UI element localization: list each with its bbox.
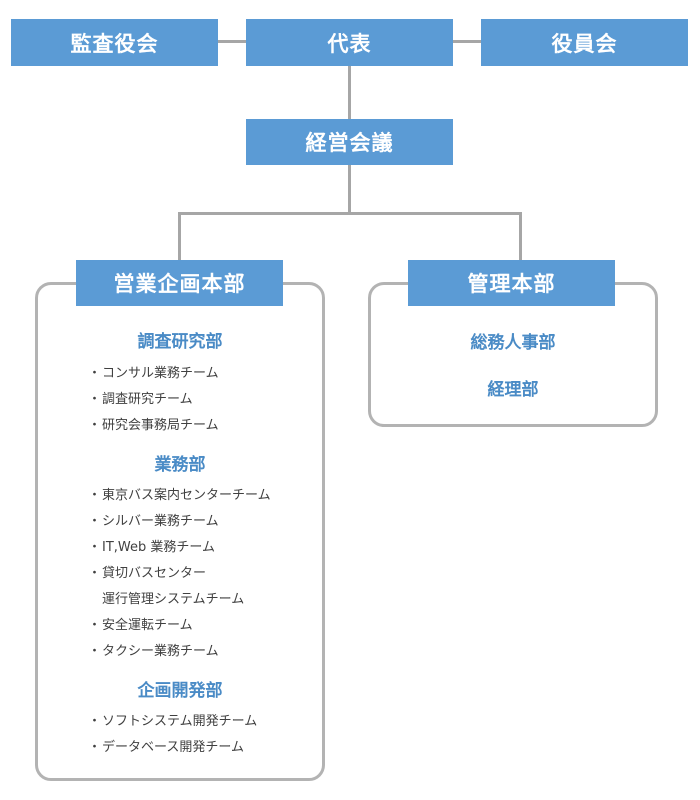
team-item: ・ソフトシステム開発チーム <box>88 714 258 729</box>
connector-representative-meeting <box>348 65 351 119</box>
dept-planning-development: 企画開発部 <box>137 681 223 701</box>
officers-board-box: 役員会 <box>481 19 688 66</box>
team-item: ・IT,Web 業務チーム <box>88 540 215 555</box>
connector-horizontal-branch <box>178 212 522 215</box>
team-item: ・貸切バスセンター <box>88 566 207 581</box>
team-item: ・コンサル業務チーム <box>88 366 219 381</box>
connector-to-sales <box>178 212 181 260</box>
team-item: ・安全運転チーム <box>88 618 193 633</box>
team-item: ・データベース開発チーム <box>88 740 244 755</box>
management-meeting-box: 経営会議 <box>246 119 453 165</box>
connector-meeting-down <box>348 164 351 214</box>
dept-accounting: 経理部 <box>487 380 539 400</box>
dept-operations: 業務部 <box>154 455 206 475</box>
connector-to-admin <box>519 212 522 260</box>
connector-representative-officers <box>453 40 481 43</box>
audit-board-box: 監査役会 <box>11 19 218 66</box>
representative-box: 代表 <box>246 19 453 66</box>
team-item: ・調査研究チーム <box>88 392 193 407</box>
dept-general-affairs-hr: 総務人事部 <box>470 333 556 353</box>
admin-box: 管理本部 <box>408 260 615 306</box>
team-item: ・タクシー業務チーム <box>88 644 219 659</box>
dept-research: 調査研究部 <box>137 332 223 352</box>
connector-audit-representative <box>218 40 246 43</box>
team-item-continuation: 運行管理システムチーム <box>102 592 245 607</box>
team-item: ・東京バス案内センターチーム <box>88 488 271 503</box>
team-item: ・研究会事務局チーム <box>88 418 219 433</box>
team-item: ・シルバー業務チーム <box>88 514 219 529</box>
sales-planning-box: 営業企画本部 <box>76 260 283 306</box>
admin-panel: 総務人事部 経理部 <box>368 282 658 427</box>
sales-planning-panel: 調査研究部 ・コンサル業務チーム ・調査研究チーム ・研究会事務局チーム 業務部… <box>35 282 325 781</box>
